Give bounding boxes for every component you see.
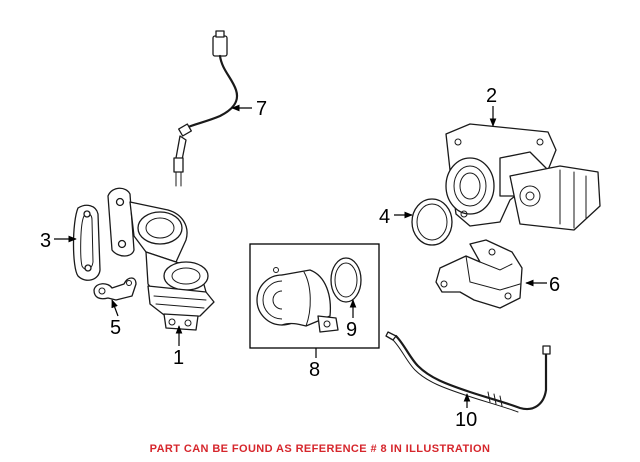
callout-3: 3 (40, 230, 51, 252)
callout-1: 1 (173, 347, 184, 369)
bracket-5 (93, 277, 137, 301)
sensor-7 (173, 30, 239, 187)
callout-10: 10 (455, 409, 477, 431)
gasket-4 (411, 198, 453, 246)
callout-6: 6 (549, 274, 560, 296)
callout-7: 7 (256, 98, 267, 120)
pump-box-8 (249, 243, 380, 349)
egr-cooler-1 (107, 187, 215, 331)
callout-2: 2 (486, 85, 497, 107)
throttle-body-2 (445, 123, 601, 231)
bracket-6 (435, 239, 523, 309)
callout-8: 8 (309, 359, 320, 381)
callout-5: 5 (110, 317, 121, 339)
pipe-10 (385, 331, 551, 413)
callout-9: 9 (346, 319, 357, 341)
callout-4: 4 (379, 206, 390, 228)
leader-lines (54, 104, 547, 408)
reference-note: PART CAN BE FOUND AS REFERENCE # 8 IN IL… (149, 443, 491, 455)
gasket-3 (72, 204, 101, 281)
